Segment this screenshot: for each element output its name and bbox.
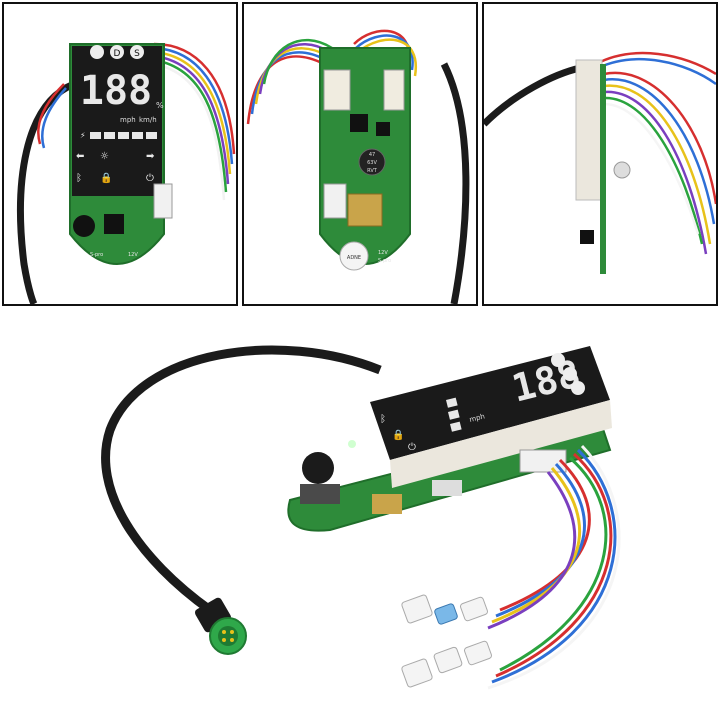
buzzer-label: ADNE <box>347 255 361 261</box>
cap-voltage: 63V <box>367 160 377 166</box>
side-view-image <box>484 51 716 274</box>
capacitor <box>358 148 386 176</box>
speed-digits: 188 <box>80 68 152 114</box>
green-connector <box>194 597 247 655</box>
buzzer <box>302 452 334 484</box>
buzzer <box>73 215 95 237</box>
mode-buttons <box>551 353 585 395</box>
chip <box>376 122 390 136</box>
power-icon: ⏻ <box>408 442 416 453</box>
hero-view: 188 mph ᛒ 🔒 ⏻ <box>0 310 720 704</box>
wire-bundle <box>487 444 621 690</box>
display-panel <box>370 346 610 460</box>
lock-icon: 🔒 <box>392 429 404 441</box>
battery-bar <box>446 397 462 432</box>
front-view-panel: D S 188 % mph km/h ⚡ ⬅ ☼ ➡ ᛒ 🔒 ⏻ S-pro 1… <box>2 2 238 306</box>
front-view-image: D S 188 % mph km/h ⚡ ⬅ ☼ ➡ ᛒ 🔒 ⏻ S-pro 1… <box>17 42 236 304</box>
mode-d-label: D <box>114 49 121 59</box>
wire-bundle <box>595 51 716 255</box>
display-side <box>390 400 612 488</box>
display-side <box>575 59 603 201</box>
led <box>348 440 356 448</box>
bluetooth-module <box>347 193 383 227</box>
capacitor <box>432 480 462 496</box>
cable <box>484 64 581 127</box>
label-spro: S-pro <box>90 252 103 258</box>
walk-icon <box>90 45 104 59</box>
label-spro: S-pro <box>378 258 391 264</box>
side-view-panel <box>482 2 718 306</box>
wire-connector <box>323 183 347 219</box>
lock-icon: 🔒 <box>100 172 112 184</box>
cable <box>440 62 470 304</box>
headlight-icon: ☼ <box>100 151 109 162</box>
back-view-image: 47 63V RVT ADNE 12V S-pro <box>246 29 470 304</box>
unit-kmh: km/h <box>139 116 157 124</box>
bluetooth-module <box>372 494 402 514</box>
capacitor <box>613 161 631 179</box>
power-icon: ⏻ <box>146 173 154 184</box>
plug-connectors <box>401 594 493 688</box>
wire-bundle <box>37 42 236 201</box>
buzzer <box>339 241 369 271</box>
display-panel <box>72 46 162 196</box>
wire-connector <box>519 449 567 473</box>
battery-bar <box>90 132 157 139</box>
wire-connector <box>323 69 351 111</box>
hero-image: 188 mph ᛒ 🔒 ⏻ <box>101 345 621 690</box>
label-12v: 12V <box>128 252 138 258</box>
arrow-right-icon: ➡ <box>146 151 155 162</box>
cap-value: 47 <box>369 152 375 158</box>
cable <box>101 345 382 614</box>
unit-mph: mph <box>120 116 136 124</box>
cap-series: RVT <box>367 168 378 174</box>
pcb-edge <box>600 64 606 274</box>
chip <box>300 484 340 504</box>
lightning-icon: ⚡ <box>80 131 86 140</box>
back-view-panel: 47 63V RVT ADNE 12V S-pro <box>242 2 478 306</box>
arrow-left-icon: ⬅ <box>76 151 84 162</box>
bluetooth-icon: ᛒ <box>380 414 386 425</box>
wire-connector <box>383 69 405 111</box>
wire-connector <box>153 183 173 219</box>
mode-s-label: S <box>134 49 140 59</box>
unit-mph: mph <box>469 412 486 424</box>
switch <box>580 230 594 244</box>
bluetooth-icon: ᛒ <box>76 173 82 184</box>
chip <box>104 214 124 234</box>
chip <box>350 114 368 132</box>
label-12v: 12V <box>378 250 388 256</box>
percent-label: % <box>156 101 164 110</box>
